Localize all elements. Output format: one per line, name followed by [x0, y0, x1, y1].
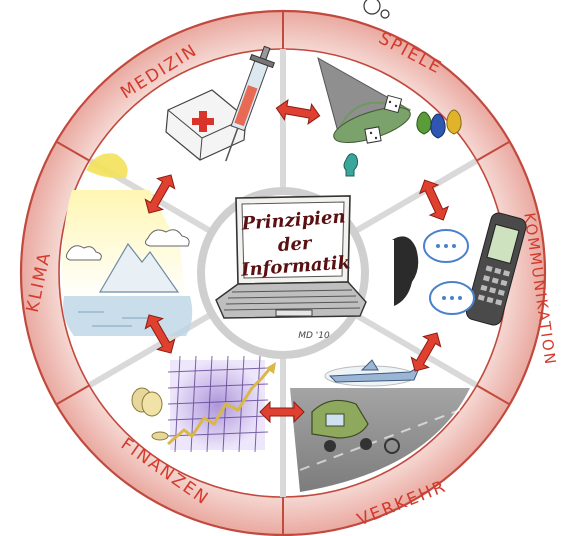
decorative-bubbles	[364, 0, 389, 18]
center-title-line2: der	[277, 233, 313, 256]
artist-signature: MD '10	[298, 331, 330, 341]
